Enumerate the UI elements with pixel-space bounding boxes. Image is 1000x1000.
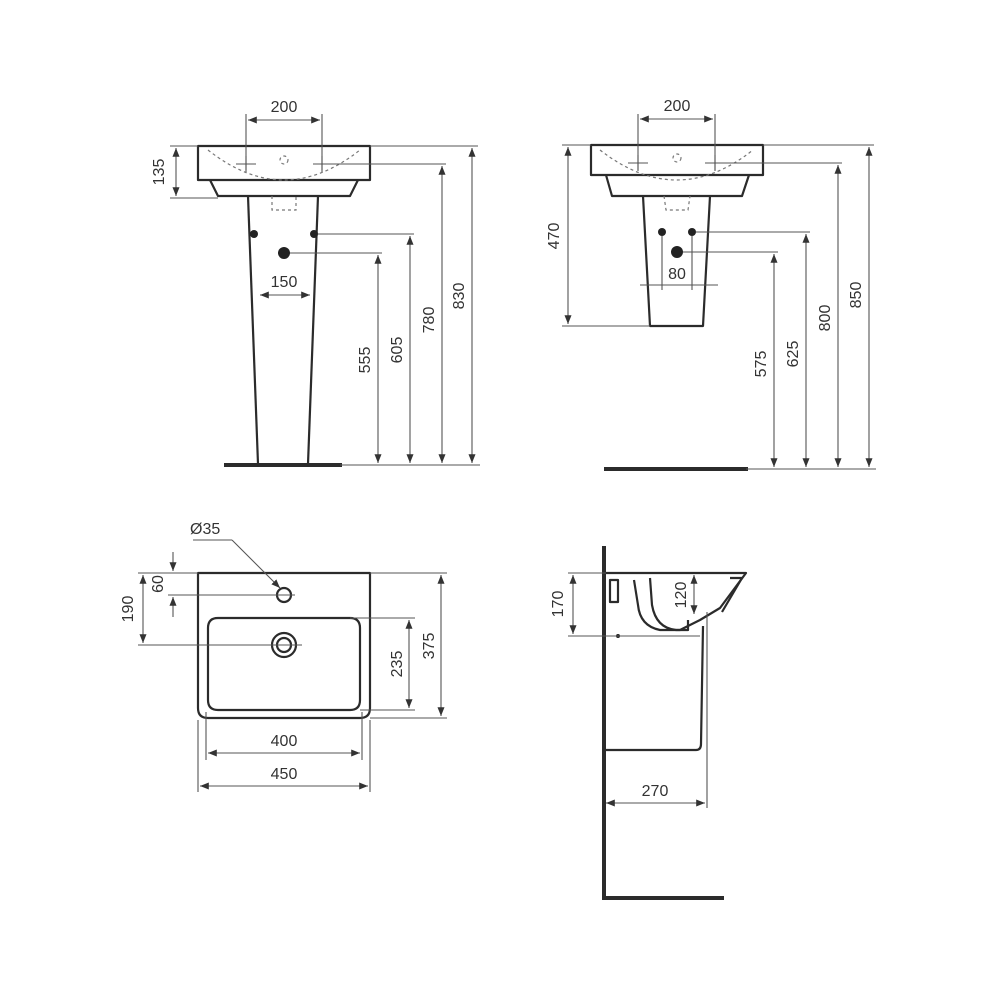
waste-hidden-line	[663, 195, 691, 211]
dim-tap-spacing: 200	[664, 98, 691, 115]
dim-trap-spacing: 150	[271, 274, 298, 291]
dim-tap-spacing: 200	[271, 99, 298, 116]
pedestal-section	[604, 625, 705, 752]
overflow-hole	[279, 155, 289, 165]
dim-supply-spacing: 80	[668, 266, 686, 283]
waste-point	[671, 246, 683, 258]
basin-rim	[196, 144, 372, 182]
dim-rim-height: 830	[451, 283, 468, 310]
dim-rim-to-trap: 170	[550, 591, 567, 618]
dim-tap-height: 780	[421, 307, 438, 334]
top-plan-view: Ø35 60 190 235 375 400 450	[120, 521, 447, 792]
basin-rim	[589, 143, 765, 177]
waste-trap	[648, 577, 690, 632]
rim-front	[721, 576, 744, 613]
dim-pedestal-drop: 470	[546, 223, 563, 250]
dim-overall-width: 450	[271, 766, 298, 783]
dim-overall-depth: 375	[421, 633, 438, 660]
bowl-hidden-line	[599, 149, 754, 181]
front-view-semi-pedestal: 200 470 80 575 625 800 850	[546, 98, 876, 471]
waste-hidden-line	[271, 196, 297, 211]
dim-waste-height: 555	[357, 347, 374, 374]
overflow-hole	[672, 153, 682, 163]
dim-waste-offset: 190	[120, 596, 137, 623]
supply-point-right	[688, 228, 696, 236]
dim-tap-hole-diameter: Ø35	[190, 521, 220, 538]
dim-projection: 270	[642, 783, 669, 800]
semi-pedestal	[641, 195, 712, 328]
dim-tap-hole-offset: 60	[150, 575, 167, 593]
bowl-hidden-line	[207, 149, 361, 181]
dim-supply-height: 605	[389, 337, 406, 364]
dim-tap-height: 800	[817, 305, 834, 332]
dim-supply-height: 625	[785, 341, 802, 368]
bowl-outline	[206, 616, 362, 712]
supply-point-left	[658, 228, 666, 236]
supply-point-left	[250, 230, 258, 238]
supply-point-right	[310, 230, 318, 238]
dim-waste-height: 575	[753, 351, 770, 378]
basin-underside	[209, 179, 359, 198]
front-view-full-pedestal: 200 135 150 555 605 780 830	[151, 99, 480, 467]
tap-hole-right	[313, 156, 333, 172]
dim-bowl-depth: 235	[389, 651, 406, 678]
dim-rim-height: 850	[848, 282, 865, 309]
bracket	[608, 578, 620, 604]
dim-bowl-width: 400	[271, 733, 298, 750]
pedestal-right	[306, 195, 320, 465]
pedestal-left	[246, 195, 260, 465]
dim-bowl-depth: 120	[673, 582, 690, 609]
side-section-view: 170 120 270	[550, 546, 748, 900]
dim-basin-depth: 135	[151, 159, 168, 186]
basin-underside	[604, 174, 751, 198]
waste-point	[278, 247, 290, 259]
